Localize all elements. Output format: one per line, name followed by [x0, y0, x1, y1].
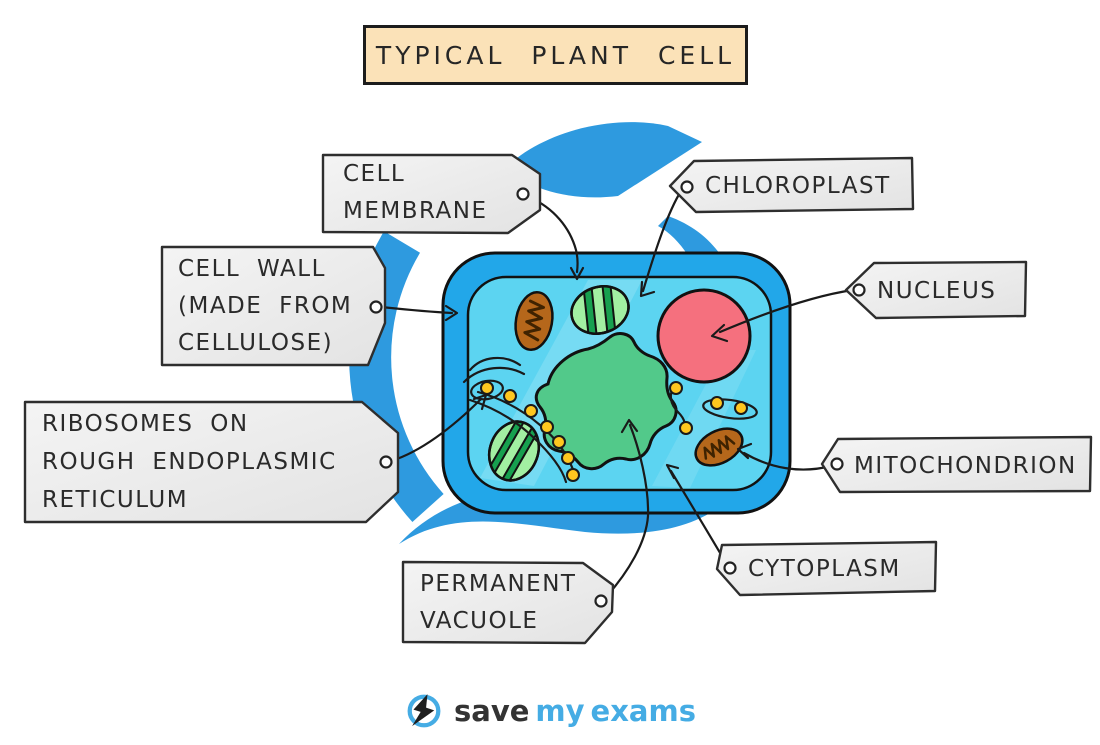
mitochondrion-bottom-right [694, 427, 744, 467]
chloroplast-top [570, 279, 630, 341]
tag-cell-membrane [321, 153, 542, 235]
page-title: TYPICAL PLANT CELL [375, 40, 736, 70]
title-box: TYPICAL PLANT CELL [363, 25, 748, 85]
eyelet-permanent-vacuole [594, 594, 608, 608]
arrow-cell-wall [379, 304, 459, 322]
arrow-chloroplast [639, 189, 683, 298]
tag-nucleus [844, 260, 1028, 320]
logo-word-my: my [535, 694, 585, 728]
eyelet-chloroplast [680, 180, 694, 194]
logo-lightning-icon [407, 694, 441, 728]
tag-eyelets [369, 180, 866, 608]
pointer-arrows [379, 189, 855, 598]
arrow-ribosomes [389, 393, 488, 463]
logo-word-exams: exams [590, 694, 696, 728]
eyelet-cell-membrane [516, 187, 530, 201]
tag-cytoplasm [715, 540, 938, 597]
eyelet-cell-wall [369, 300, 383, 314]
tag-ribosomes [23, 400, 400, 524]
eyelet-cytoplasm [723, 561, 737, 575]
label-nucleus: NUCLEUS [877, 278, 997, 304]
label-cytoplasm: CYTOPLASM [748, 556, 901, 582]
ribosome-dots [480, 381, 748, 482]
arrow-cell-membrane [527, 195, 585, 281]
label-cell-wall: CELL WALL (MADE FROM CELLULOSE) [178, 256, 353, 356]
eyelet-mitochondrion [830, 457, 844, 471]
label-cell-membrane: CELL MEMBRANE [343, 161, 488, 224]
label-mitochondrion: MITOCHONDRION [854, 453, 1077, 479]
plant-cell [441, 251, 792, 515]
brand-logo: save my exams [0, 688, 1100, 734]
eyelet-ribosomes [379, 455, 393, 469]
arrow-nucleus [710, 288, 855, 343]
tag-permanent-vacuole [401, 560, 615, 645]
eyelet-nucleus [852, 283, 866, 297]
nucleus-shape [656, 288, 752, 384]
label-ribosomes: RIBOSOMES ON ROUGH ENDOPLASMIC RETICULUM [42, 411, 337, 513]
swoosh-top [505, 122, 702, 198]
tag-chloroplast [668, 156, 915, 214]
label-chloroplast: CHLOROPLAST [705, 173, 891, 199]
vacuole-shape [534, 332, 678, 471]
label-permanent-vacuole: PERMANENT VACUOLE [420, 571, 577, 634]
label-tags [23, 153, 1093, 645]
tag-cell-wall [160, 245, 387, 367]
mitochondrion-top-left [514, 291, 554, 351]
arrow-mitochondrion [736, 442, 833, 471]
logo-word-save: save [454, 694, 530, 728]
tag-mitochondrion [820, 435, 1093, 494]
arrow-permanent-vacuole [605, 418, 650, 598]
